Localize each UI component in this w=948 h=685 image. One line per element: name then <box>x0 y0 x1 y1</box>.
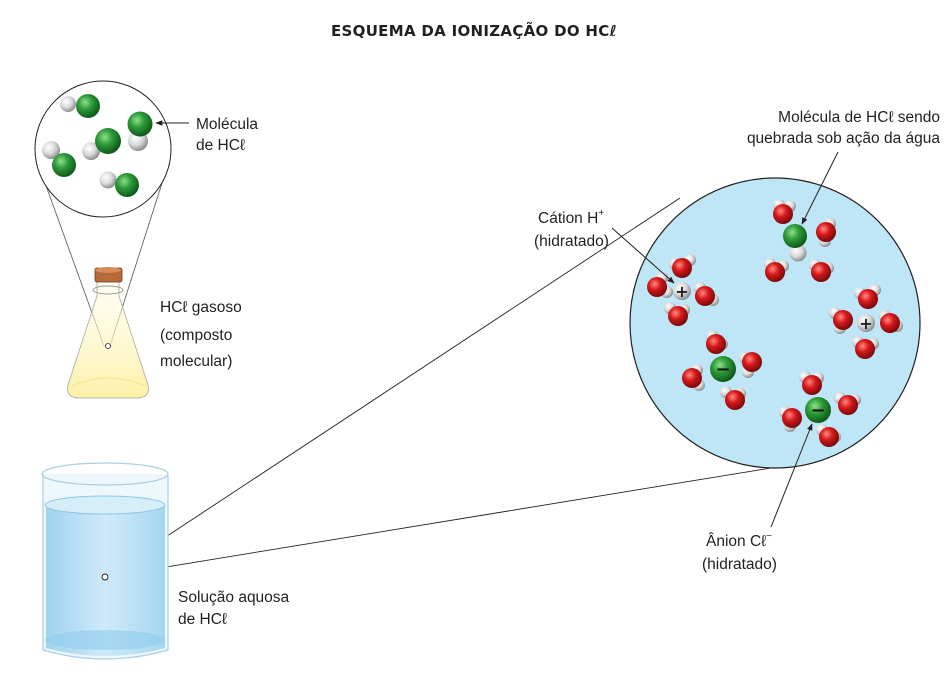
water-molecule <box>879 310 903 333</box>
solution-label-line2: de HCℓ <box>178 611 227 628</box>
gas-label-line1: HCℓ gasoso <box>160 299 242 316</box>
breaking-label-line1: Molécula de HCℓ sendo <box>778 109 940 126</box>
breaking-hcl-molecule <box>783 224 807 262</box>
water-molecule <box>852 336 879 359</box>
water-molecules <box>647 199 903 447</box>
plus-sign-icon: + <box>675 282 688 301</box>
water-molecule <box>799 371 824 395</box>
water-molecule <box>706 330 728 354</box>
water-molecule <box>682 364 705 391</box>
water-molecule <box>829 307 853 334</box>
hydrated-anion-bottom: − <box>805 397 831 423</box>
water-molecule <box>854 284 881 309</box>
water-molecule <box>834 392 861 415</box>
water-molecule <box>779 406 802 432</box>
gas-label-line2: (composto <box>160 327 232 344</box>
cation-label-line1: Cátion H+ <box>538 208 604 227</box>
erlenmeyer-flask <box>67 267 149 399</box>
hcl-molecule <box>127 111 153 151</box>
water-molecule <box>773 199 796 224</box>
plus-sign-icon: + <box>859 314 872 333</box>
water-molecule <box>816 218 836 247</box>
water-molecule <box>694 282 719 306</box>
solution-label-line1: Solução aquosa <box>178 589 290 606</box>
anion-label-line1: Ânion Cℓ− <box>706 531 772 550</box>
breaking-pointer-arrow <box>801 151 839 225</box>
hcl-molecule <box>99 171 139 197</box>
minus-sign-icon: − <box>810 400 825 421</box>
water-molecule <box>764 258 789 282</box>
hcl-molecule <box>42 141 76 177</box>
hydrated-cation-left: + <box>673 282 691 301</box>
molecule-label-line2: de HCℓ <box>196 137 245 154</box>
water-molecule <box>720 386 746 410</box>
gas-label-line3: molecular) <box>160 353 232 370</box>
anion-label-line2: (hidratado) <box>702 556 777 573</box>
water-molecule <box>739 352 762 378</box>
minus-sign-icon: − <box>715 359 730 380</box>
breaking-label-line2: quebrada sob ação da água <box>747 130 940 147</box>
cation-pointer-arrow <box>611 227 675 284</box>
hydrated-cation-right: + <box>857 314 875 333</box>
water-molecule <box>816 424 841 447</box>
hydrated-anion-left: − <box>710 356 736 382</box>
zoom-lines <box>104 197 784 578</box>
anion-pointer-arrow <box>770 423 813 528</box>
water-molecule <box>664 302 690 326</box>
molecule-label-line1: Molécula <box>196 116 258 133</box>
water-molecule <box>809 259 834 282</box>
gas-molecules <box>42 94 153 197</box>
hcl-molecule <box>60 94 100 118</box>
beaker <box>41 462 169 660</box>
cation-label-line2: (hidratado) <box>534 233 609 250</box>
water-molecule <box>669 254 696 278</box>
diagram-title: ESQUEMA DA IONIZAÇÃO DO HCℓ <box>331 21 617 40</box>
hcl-molecule <box>82 128 121 160</box>
